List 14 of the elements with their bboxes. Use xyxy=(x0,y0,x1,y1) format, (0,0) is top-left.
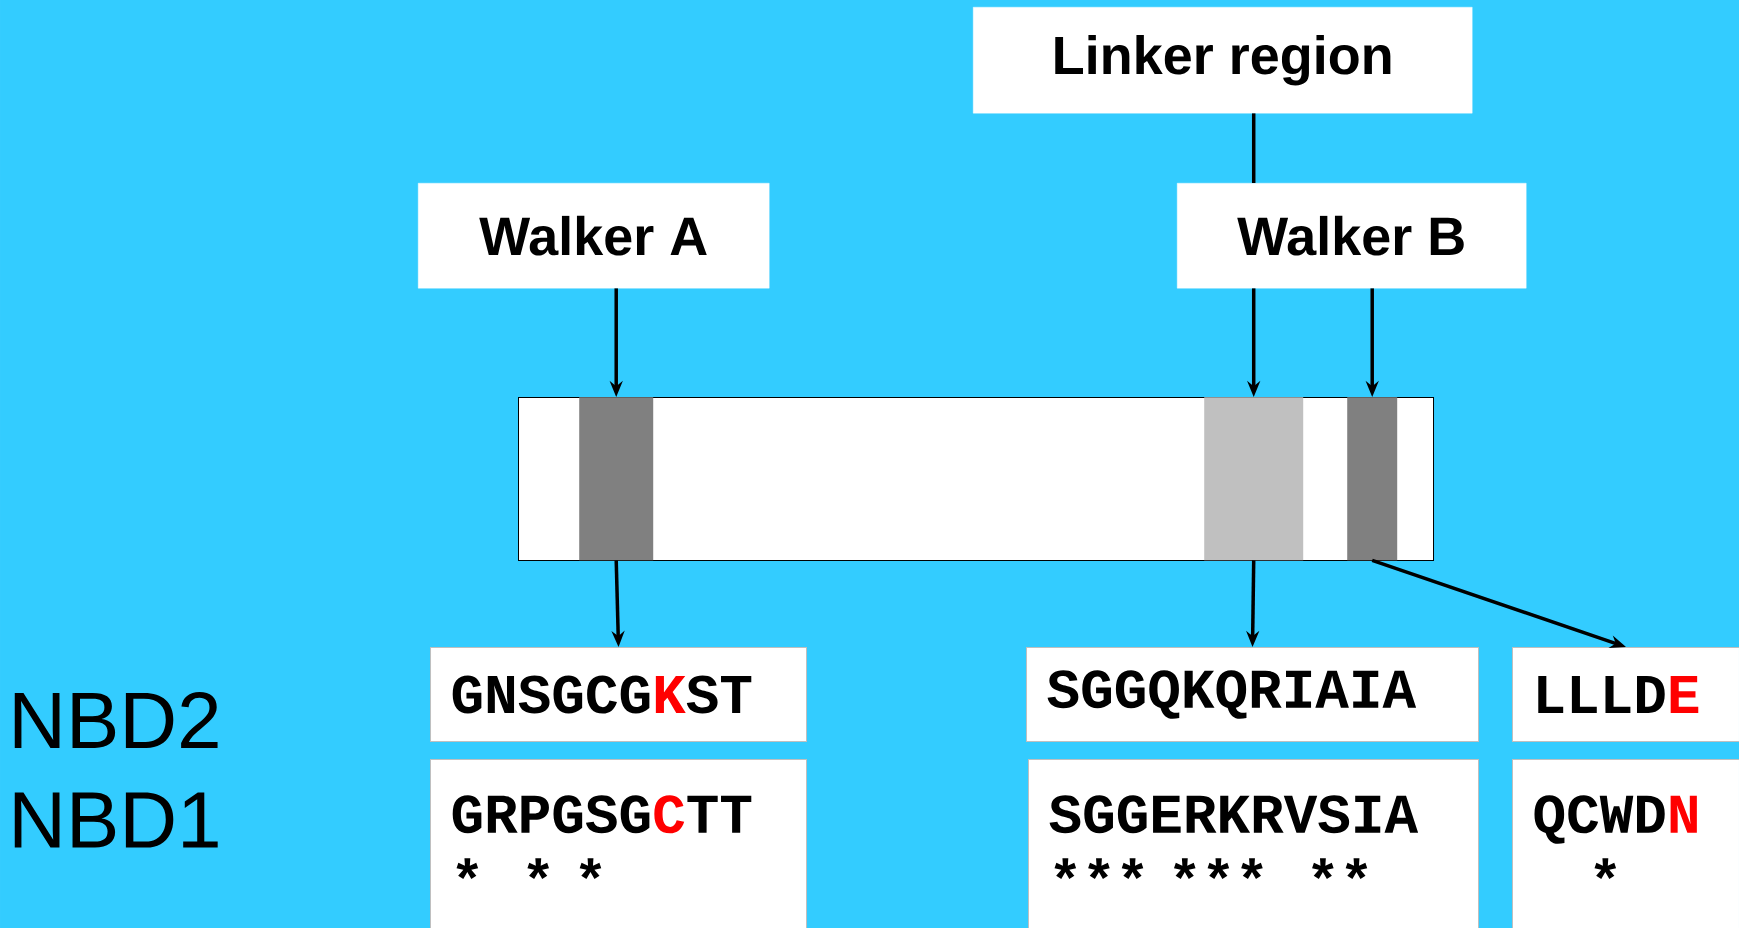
domain-label: NBD2 xyxy=(14,692,218,748)
bar-segment xyxy=(579,397,654,561)
sequence-box: SGGERKRVSIA *** *** ** xyxy=(1028,759,1479,928)
label-box: Linker region xyxy=(973,7,1473,114)
sequence-box: GRPGSGCTT * * * xyxy=(430,759,807,928)
sequence-box: GNSGCGKST xyxy=(430,647,807,742)
bar-segment xyxy=(1347,397,1398,561)
sequence-box: LLLDE xyxy=(1512,647,1739,742)
bar-segment xyxy=(1204,397,1304,561)
label-box: Walker B xyxy=(1177,183,1527,289)
sequence-box: QCWDN * xyxy=(1512,759,1739,928)
label-box: Walker A xyxy=(418,183,770,289)
domain-label: NBD1 xyxy=(14,792,218,848)
sequence-box: SGGQKQRIAIA xyxy=(1026,647,1479,742)
